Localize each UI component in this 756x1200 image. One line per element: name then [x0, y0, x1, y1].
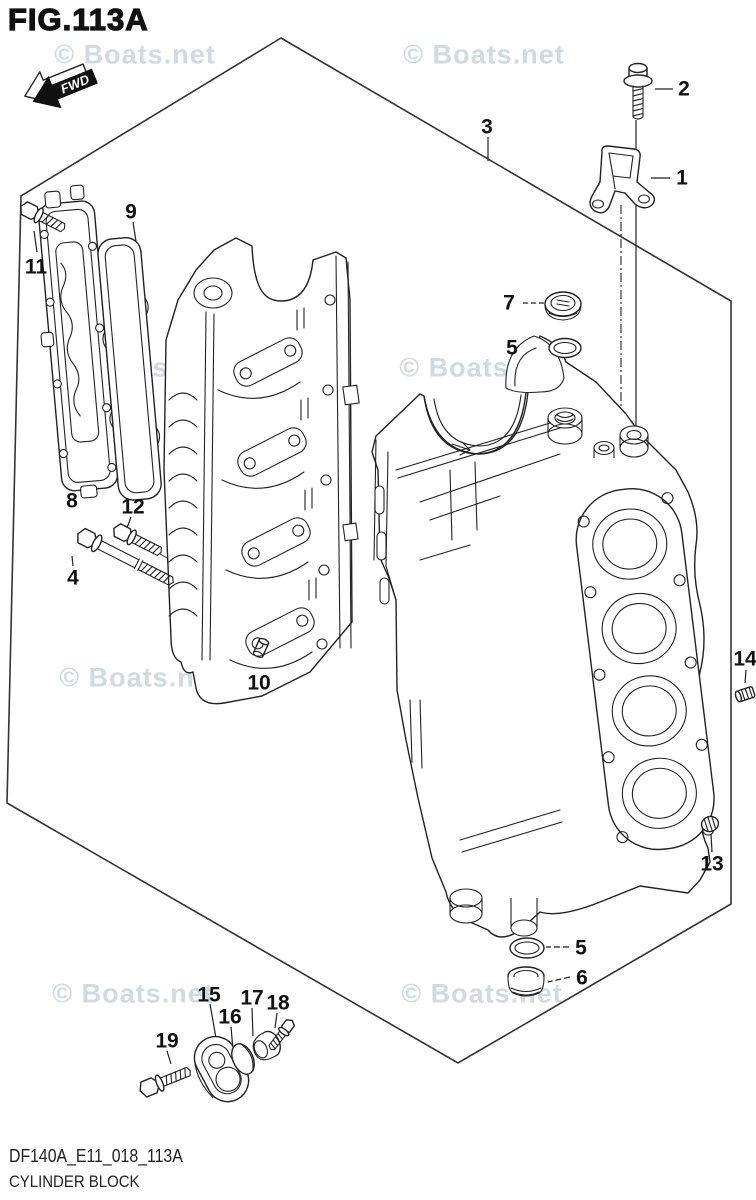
part-callout-3: 3: [481, 115, 493, 139]
part-callout-9: 9: [125, 200, 137, 224]
part-callout-11: 11: [24, 255, 48, 279]
part-10-pin: [252, 637, 270, 659]
part-callout-10: 10: [247, 671, 271, 695]
fwd-arrow: FWD: [24, 63, 98, 109]
part-5-oring-lower: [509, 937, 545, 959]
figure-title: FIG.113A: [7, 1, 149, 37]
part-9-gasket: [97, 237, 162, 501]
part-callout-12: 12: [121, 495, 145, 519]
part-callout-16: 16: [218, 1005, 242, 1029]
part-callout-19: 19: [155, 1029, 179, 1053]
part-callout-4: 4: [67, 566, 79, 590]
part-5-oring-upper: [548, 337, 582, 359]
part-18-screw: [268, 1019, 296, 1051]
part-callout-17: 17: [240, 986, 264, 1010]
part-17-grommet: [252, 1030, 281, 1061]
cylinder-block: [371, 335, 715, 938]
part-19-bolt: [139, 1066, 191, 1098]
part-callout-8: 8: [66, 489, 78, 513]
part-callout-14: 14: [733, 647, 756, 671]
part-2-bolt: [623, 62, 653, 120]
part-11-bolt: [20, 201, 66, 233]
diagram-border: [6, 37, 732, 1064]
part-callout-7: 7: [503, 291, 515, 315]
part-13-plug: [700, 815, 720, 833]
part-callout-5: 5: [575, 936, 587, 960]
part-1-bracket: [589, 145, 656, 214]
part-8-cover: [38, 184, 119, 499]
watermark-text: © Boats.net: [403, 39, 565, 70]
crankcase-half: [163, 237, 360, 705]
part-callout-18: 18: [266, 991, 290, 1015]
part-7-plug: [544, 291, 582, 321]
part-4-bolt: [77, 527, 174, 586]
part-callout-2: 2: [678, 77, 690, 101]
part-14-plug: [734, 686, 756, 703]
part-callout-5: 5: [506, 336, 518, 360]
part-callout-6: 6: [576, 966, 588, 990]
watermark-text: © Boats.net: [52, 978, 214, 1009]
part-6-plug: [507, 966, 545, 997]
part-16-ring: [231, 1043, 255, 1075]
part-callout-15: 15: [197, 983, 221, 1007]
part-12-bolt: [113, 523, 162, 556]
footer-figure-name: CYLINDER BLOCK: [9, 1172, 140, 1191]
footer-part-code: DF140A_E11_018_113A: [9, 1146, 183, 1166]
part-callout-13: 13: [700, 852, 724, 876]
part-callout-1: 1: [676, 166, 688, 190]
